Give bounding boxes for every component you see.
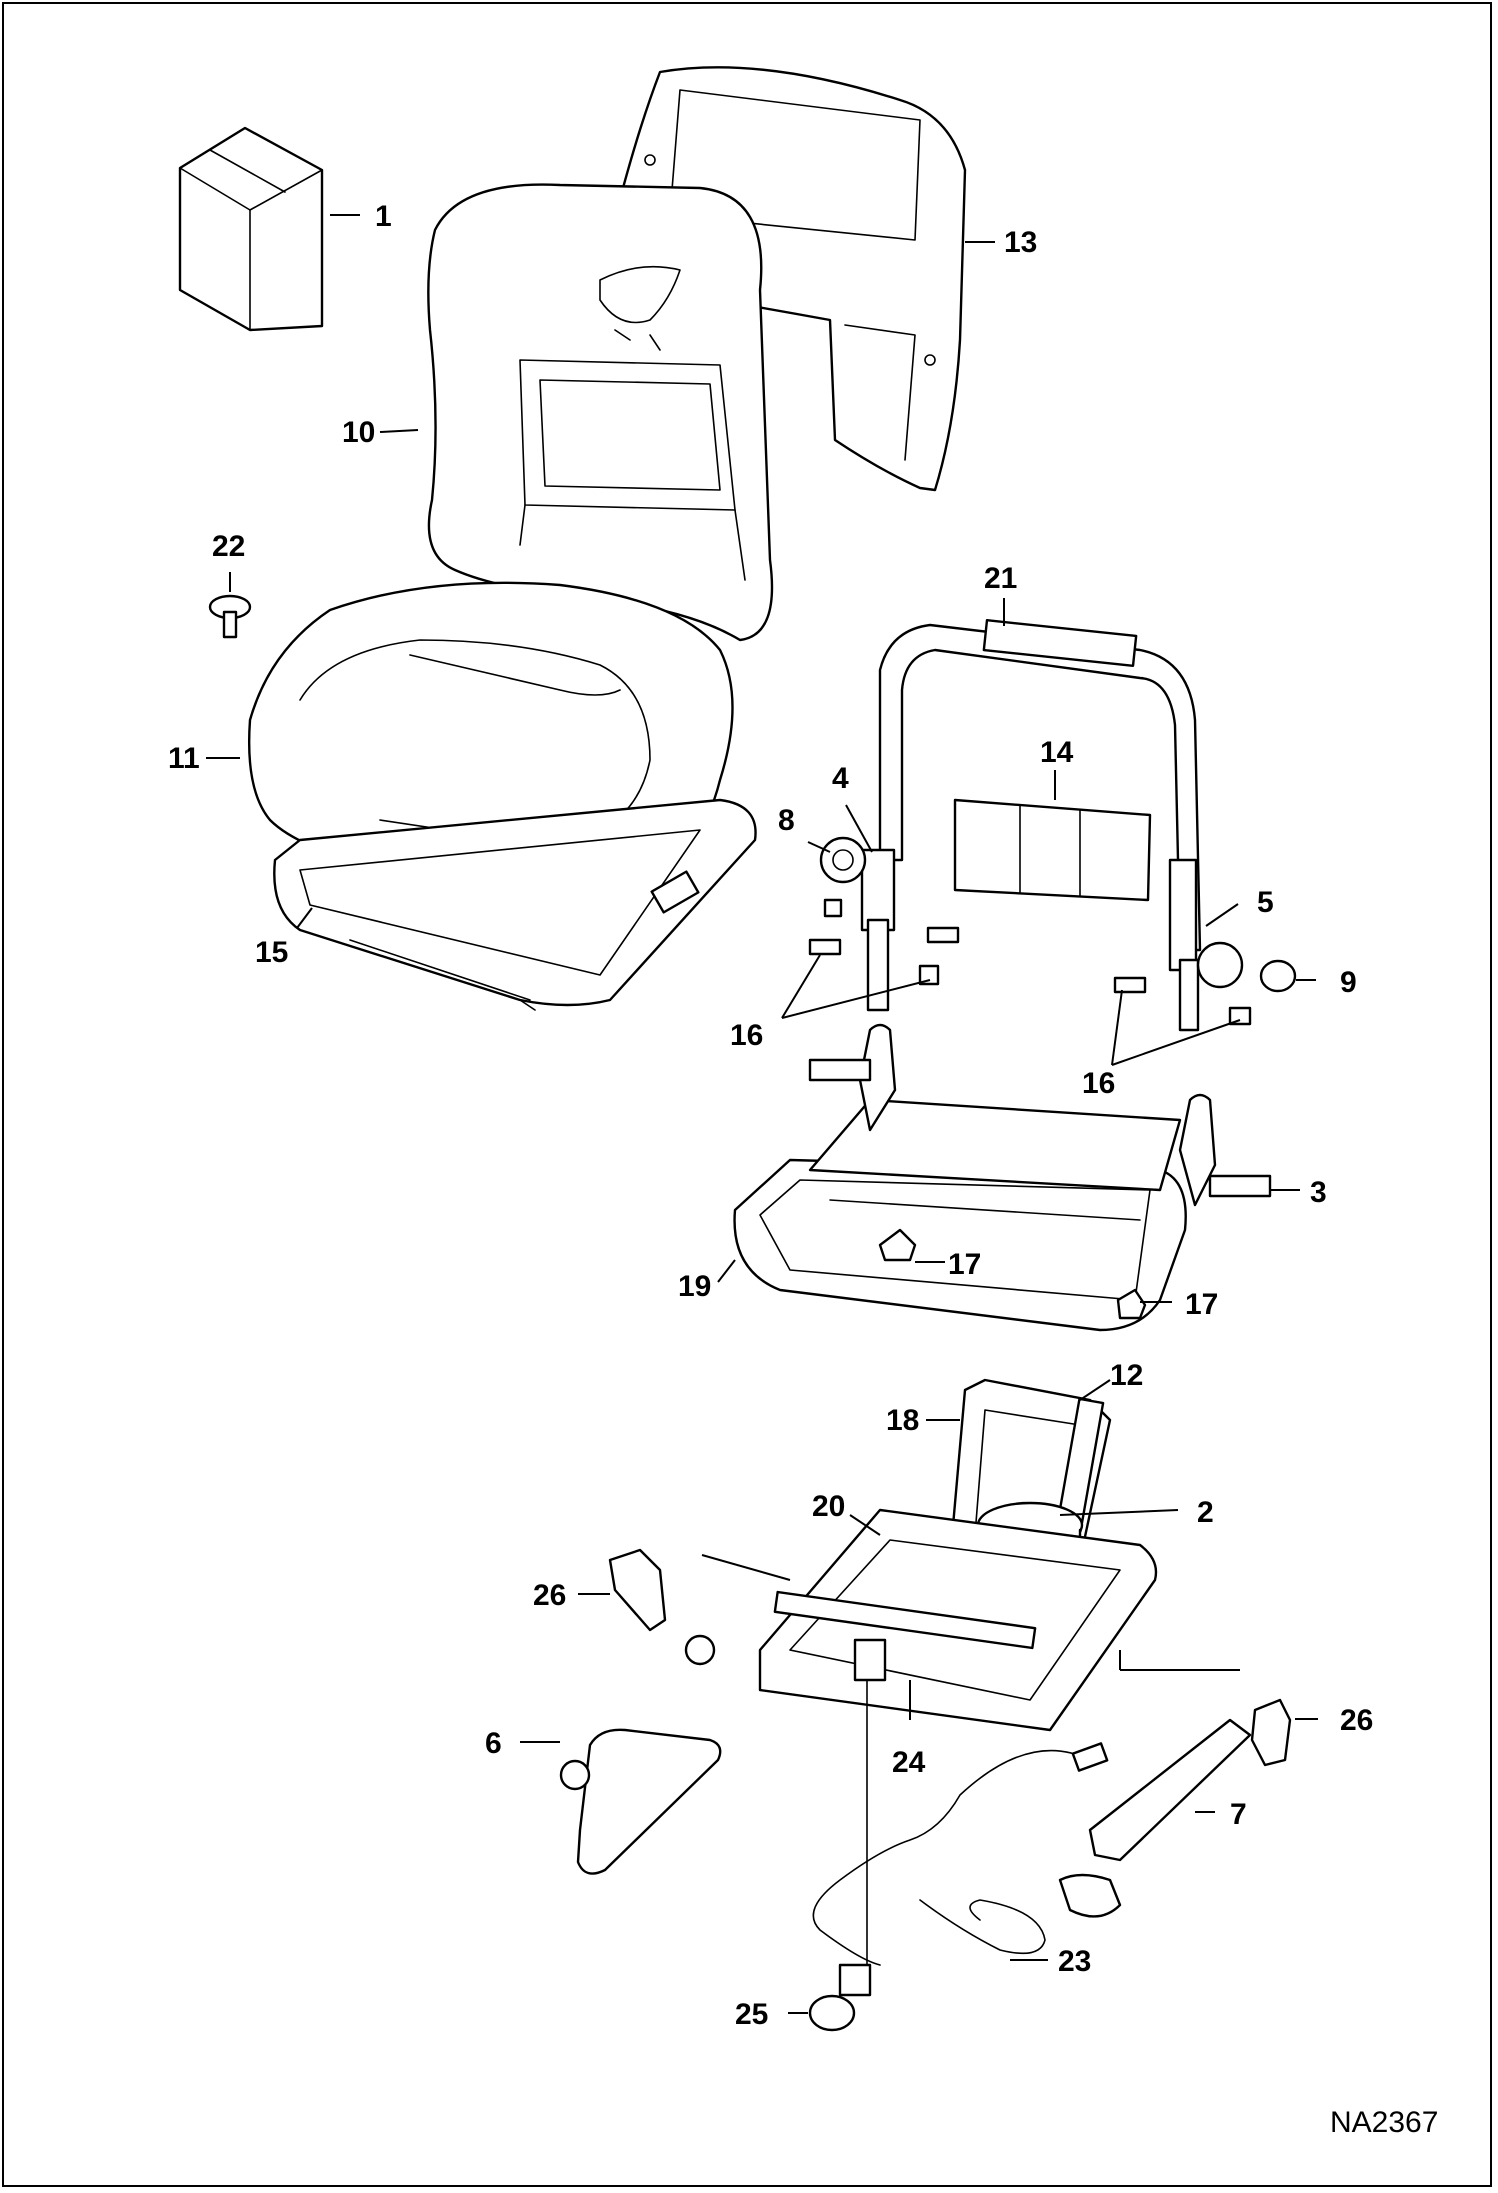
callout-26-right: 26	[1340, 1704, 1373, 1737]
callout-13: 13	[1004, 226, 1037, 259]
callout-1: 1	[375, 200, 392, 233]
callout-24: 24	[892, 1746, 926, 1779]
part-26-latch-left	[608, 1548, 667, 1632]
part-19-side-plate-left	[808, 1023, 897, 1132]
callout-19: 19	[678, 1270, 711, 1303]
part-5-knob-right	[1196, 941, 1244, 989]
part-20-base-plate	[758, 1508, 1158, 1732]
callout-5: 5	[1257, 886, 1274, 919]
part-16-bolts-left	[808, 898, 960, 986]
part-17-bumper-right	[1116, 1288, 1147, 1320]
callout-2: 2	[1197, 1496, 1214, 1529]
part-8-knob-left	[819, 836, 867, 884]
callout-8: 8	[778, 804, 795, 837]
part-26-latch-right	[1250, 1698, 1292, 1767]
callout-7: 7	[1230, 1798, 1247, 1831]
callout-14: 14	[1040, 736, 1074, 769]
drawing-number: NA2367	[1330, 2106, 1438, 2139]
part-9-cap	[1259, 959, 1297, 993]
leader-lines	[206, 214, 1318, 2014]
part-7-rail-right	[1058, 1718, 1252, 1918]
callout-23: 23	[1058, 1945, 1091, 1978]
part-6-rail-left	[559, 1634, 722, 1875]
part-16-bolts-right	[1113, 976, 1252, 1026]
callout-17-center: 17	[948, 1248, 981, 1281]
part-22-rivet	[208, 594, 252, 639]
part-21-back-frame	[878, 619, 1202, 952]
part-4-recliner-left	[860, 848, 896, 1012]
part-15-seat-pan	[273, 798, 757, 1011]
callout-17-right: 17	[1185, 1288, 1218, 1321]
part-17-bumper-center	[878, 1228, 917, 1262]
callout-25: 25	[735, 1998, 768, 2031]
callout-20: 20	[812, 1490, 845, 1523]
callout-6: 6	[485, 1727, 502, 1760]
callout-4: 4	[832, 762, 849, 795]
callout-3: 3	[1310, 1176, 1327, 1209]
callout-26-left: 26	[533, 1579, 566, 1612]
callout-16-right: 16	[1082, 1067, 1115, 1100]
part-5-recliner-right	[1168, 858, 1200, 1032]
callout-9: 9	[1340, 966, 1357, 999]
part-25-handle	[808, 1963, 872, 2032]
part-24-valve	[853, 1638, 887, 1682]
callout-11: 11	[168, 742, 200, 775]
callout-18: 18	[886, 1404, 919, 1437]
part-3-pivot-pin	[1178, 1093, 1272, 1207]
part-19-seat-frame	[733, 1098, 1187, 1332]
callout-12: 12	[1110, 1359, 1143, 1392]
part-14-lumbar-pad	[953, 798, 1152, 902]
callout-21: 21	[984, 562, 1017, 595]
part-10-backrest-cushion	[427, 183, 774, 642]
callout-10: 10	[342, 416, 375, 449]
callout-22: 22	[212, 530, 245, 563]
callout-16-left: 16	[730, 1019, 763, 1052]
callout-15: 15	[255, 936, 288, 969]
part-1-kit-box	[178, 126, 324, 332]
part-23-air-hose	[812, 1679, 1109, 1966]
